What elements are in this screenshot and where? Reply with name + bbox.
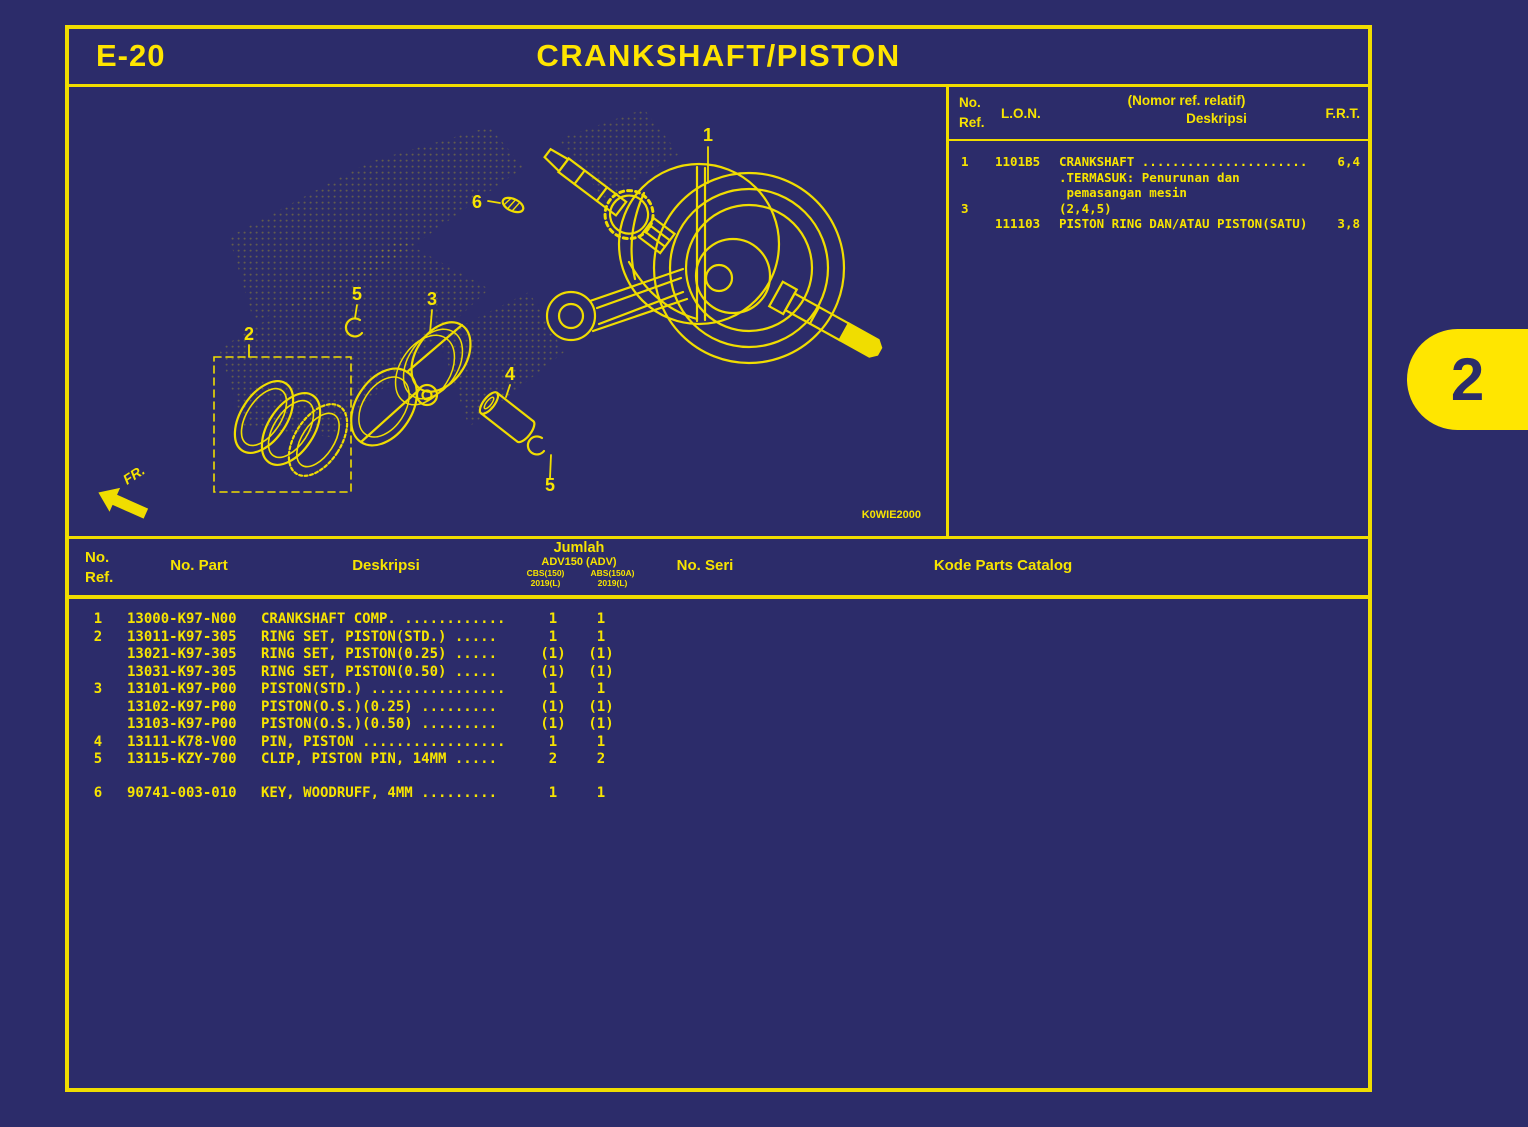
parts-header-no-seri: No. Seri xyxy=(676,557,734,574)
parts-header-variant-cbs: CBS(150) 2019(L) xyxy=(526,568,565,588)
crankshaft-illustration xyxy=(543,147,883,365)
crank-shaft-right-end xyxy=(767,280,883,358)
ref-header-lon: L.O.N. xyxy=(1001,105,1041,121)
diagram-code: K0WIE2000 xyxy=(862,509,921,521)
callout-2: 2 xyxy=(244,324,254,344)
parts-header-no-part: No. Part xyxy=(170,557,228,574)
woodruff-key-illustration xyxy=(501,196,525,214)
ref-header-deskripsi: (Nomor ref. relatif) Deskripsi xyxy=(1127,93,1247,126)
main-area: 1 6 5 3 2 4 5 FR. K0WIE2000 xyxy=(69,87,1368,539)
fr-label: FR. xyxy=(120,462,148,488)
page-header: E-20 CRANKSHAFT/PISTON xyxy=(69,29,1368,87)
callout-leader-lines xyxy=(248,146,709,479)
callout-4: 4 xyxy=(505,364,515,384)
fr-direction-arrow: FR. xyxy=(98,462,149,519)
reference-table: No. Ref. L.O.N. (Nomor ref. relatif) Des… xyxy=(946,87,1368,536)
callout-5a: 5 xyxy=(352,284,362,304)
pin-clip-lower xyxy=(526,435,546,456)
piston-illustration xyxy=(350,321,472,447)
ref-row: 3(2,4,5) xyxy=(961,200,1112,216)
page-title: CRANKSHAFT/PISTON xyxy=(536,38,901,73)
halftone-shading xyxy=(219,109,679,437)
parts-header-kode: Kode Parts Catalog xyxy=(933,557,1073,574)
ref-row: pemasangan mesin xyxy=(1059,185,1187,200)
piston-pin-illustration xyxy=(478,391,536,444)
page-code: E-20 xyxy=(96,38,166,73)
parts-table-header: No. Ref. No. Part Deskripsi Jumlah ADV15… xyxy=(69,539,1368,599)
parts-header-jumlah: Jumlah ADV150 (ADV) CBS(150) 2019(L) ABS… xyxy=(512,541,646,589)
callout-1: 1 xyxy=(703,125,713,145)
parts-header-deskripsi: Deskripsi xyxy=(352,557,420,574)
reference-table-header: No. Ref. L.O.N. (Nomor ref. relatif) Des… xyxy=(949,87,1368,141)
ref-row: .TERMASUK: Penurunan dan xyxy=(1059,169,1240,185)
crankshaft-piston-drawing: 1 6 5 3 2 4 5 FR. K0WIE2000 xyxy=(98,109,921,521)
callout-6: 6 xyxy=(472,192,482,212)
exploded-diagram: 1 6 5 3 2 4 5 FR. K0WIE2000 xyxy=(69,87,946,536)
parts-header-variant-abs: ABS(150A) 2019(L) xyxy=(590,568,635,588)
callout-3: 3 xyxy=(427,289,437,309)
connecting-rod xyxy=(545,267,689,342)
ring-set-illustration xyxy=(213,356,352,493)
ref-header-no-ref: No. Ref. xyxy=(959,95,985,130)
crank-shaft-left-end xyxy=(543,147,677,255)
parts-header-no-ref: No. Ref. xyxy=(85,549,114,587)
section-tab-2[interactable]: 2 xyxy=(1407,329,1528,430)
callout-5b: 5 xyxy=(545,475,555,495)
ref-header-frt: F.R.T. xyxy=(1325,105,1360,121)
catalog-page-frame: E-20 CRANKSHAFT/PISTON xyxy=(65,25,1372,1092)
